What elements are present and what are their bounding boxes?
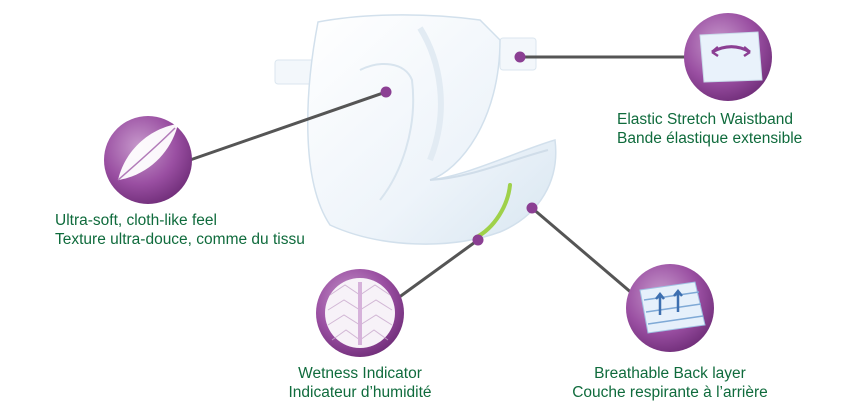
wetness-strip — [473, 183, 512, 240]
feature-breathable-fr: Couche respirante à l’arrière — [572, 384, 768, 401]
feature-breathable-label: Breathable Back layer Couche respirante … — [540, 364, 800, 402]
feature-waist-fr: Bande élastique extensible — [617, 130, 803, 147]
diaper — [274, 14, 557, 245]
feature-breathable-en: Breathable Back layer — [594, 365, 746, 382]
feather-icon — [104, 116, 192, 204]
connector-lines — [189, 55, 690, 302]
feature-wetness-fr: Indicateur d’humidité — [288, 384, 432, 401]
feature-soft-fr: Texture ultra-douce, comme du tissu — [55, 231, 305, 248]
feature-waist-en: Elastic Stretch Waistband — [617, 111, 794, 128]
feature-soft-label: Ultra-soft, cloth-like feel Texture ultr… — [55, 211, 305, 249]
feature-soft-en: Ultra-soft, cloth-like feel — [55, 212, 217, 229]
feature-wetness-label: Wetness Indicator Indicateur d’humidité — [265, 364, 455, 402]
feature-wetness-en: Wetness Indicator — [298, 365, 422, 382]
stretch-arrows-icon — [684, 13, 772, 101]
breathable-layer-icon — [626, 264, 714, 352]
connector-dots — [380, 51, 538, 246]
wetness-indicator-icon — [316, 269, 404, 357]
feature-waist-label: Elastic Stretch Waistband Bande élastiqu… — [617, 110, 802, 148]
